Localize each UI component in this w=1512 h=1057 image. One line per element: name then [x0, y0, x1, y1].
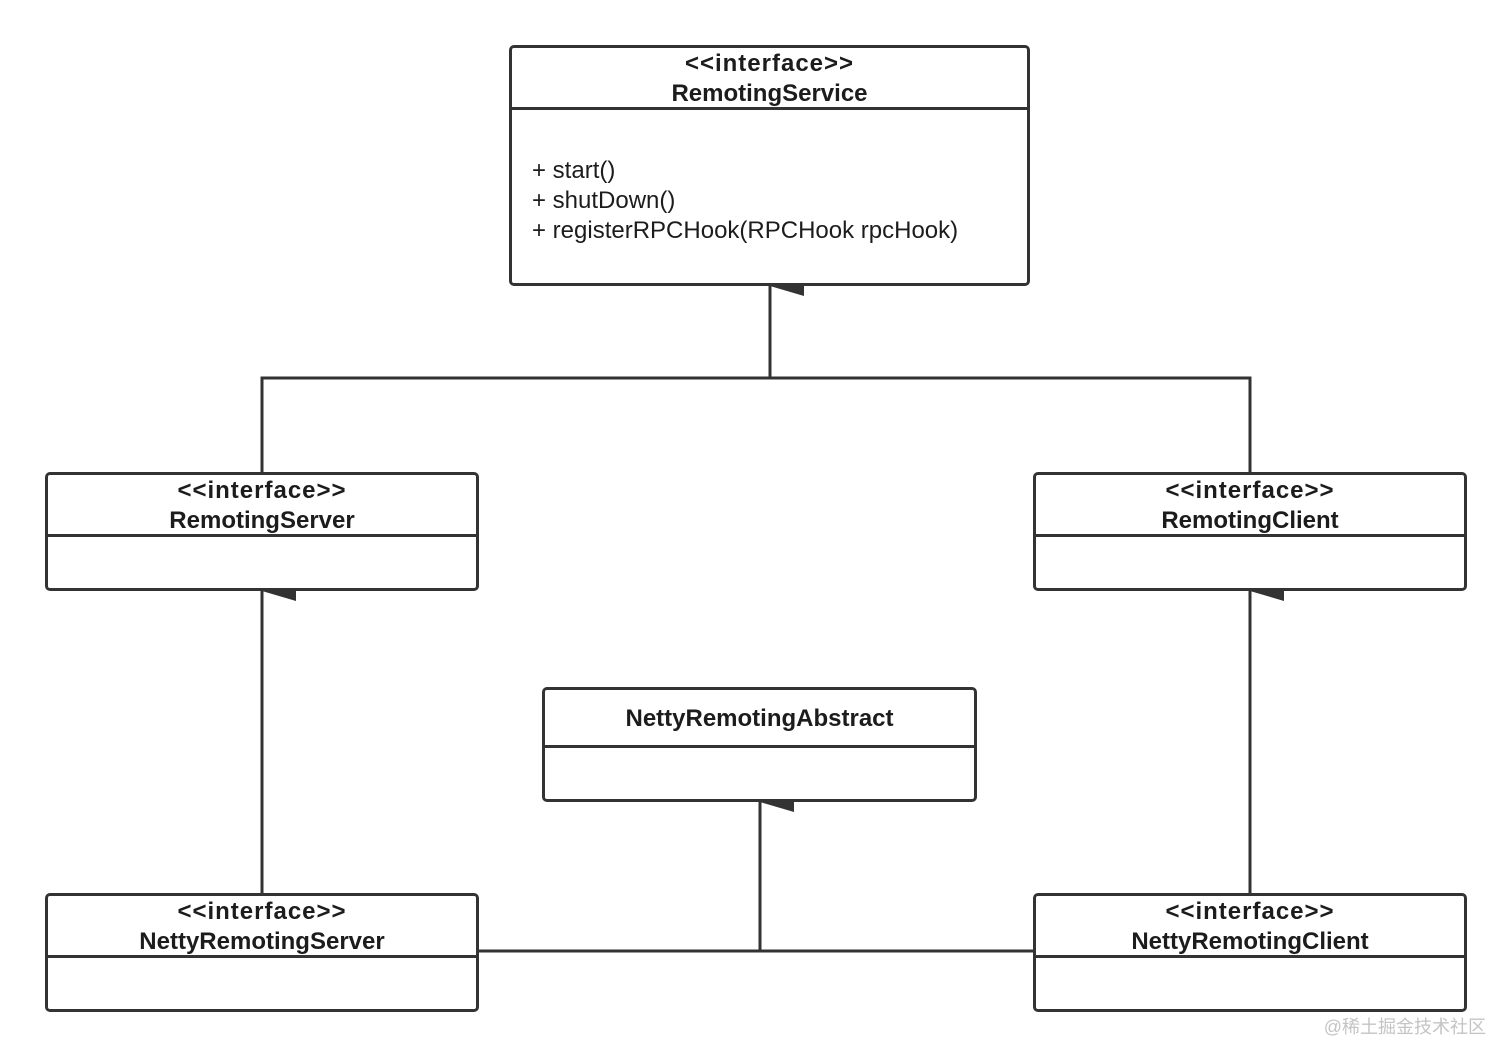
- class-header: <<interface>> RemotingServer: [48, 475, 476, 537]
- class-header: <<interface>> RemotingService: [512, 48, 1027, 110]
- method-list: + start() + shutDown() + registerRPCHook…: [512, 110, 1027, 246]
- class-remoting-server[interactable]: <<interface>> RemotingServer: [45, 472, 479, 591]
- method-register-rpc-hook: + registerRPCHook(RPCHook rpcHook): [532, 217, 959, 244]
- class-name: NettyRemotingAbstract: [625, 704, 894, 732]
- stereotype-label: <<interface>>: [177, 476, 347, 504]
- stereotype-label: <<interface>>: [684, 49, 855, 77]
- stereotype-label: <<interface>>: [177, 897, 347, 925]
- class-header: <<interface>> NettyRemotingClient: [1036, 896, 1464, 958]
- watermark-text: @稀土掘金技术社区: [1323, 1017, 1486, 1037]
- stereotype-label: <<interface>>: [1165, 897, 1335, 925]
- class-header: NettyRemotingAbstract: [545, 690, 974, 748]
- class-header: <<interface>> NettyRemotingServer: [48, 896, 476, 958]
- class-name: NettyRemotingClient: [1131, 927, 1369, 955]
- class-name: NettyRemotingServer: [139, 927, 385, 955]
- class-name: RemotingService: [671, 79, 868, 107]
- class-remoting-service[interactable]: <<interface>> RemotingService + start() …: [509, 45, 1030, 286]
- class-remoting-client[interactable]: <<interface>> RemotingClient: [1033, 472, 1467, 591]
- class-header: <<interface>> RemotingClient: [1036, 475, 1464, 537]
- stereotype-label: <<interface>>: [1165, 476, 1335, 504]
- class-netty-remoting-server[interactable]: <<interface>> NettyRemotingServer: [45, 893, 479, 1012]
- method-shutdown: + shutDown(): [532, 187, 676, 214]
- class-netty-remoting-abstract[interactable]: NettyRemotingAbstract: [542, 687, 977, 802]
- class-netty-remoting-client[interactable]: <<interface>> NettyRemotingClient: [1033, 893, 1467, 1012]
- class-name: RemotingServer: [169, 506, 355, 534]
- class-name: RemotingClient: [1161, 506, 1339, 534]
- edge-netty-impls-to-abstract: [478, 792, 1034, 953]
- edge-server-client-to-service: [260, 276, 1252, 472]
- method-start: + start(): [532, 157, 616, 184]
